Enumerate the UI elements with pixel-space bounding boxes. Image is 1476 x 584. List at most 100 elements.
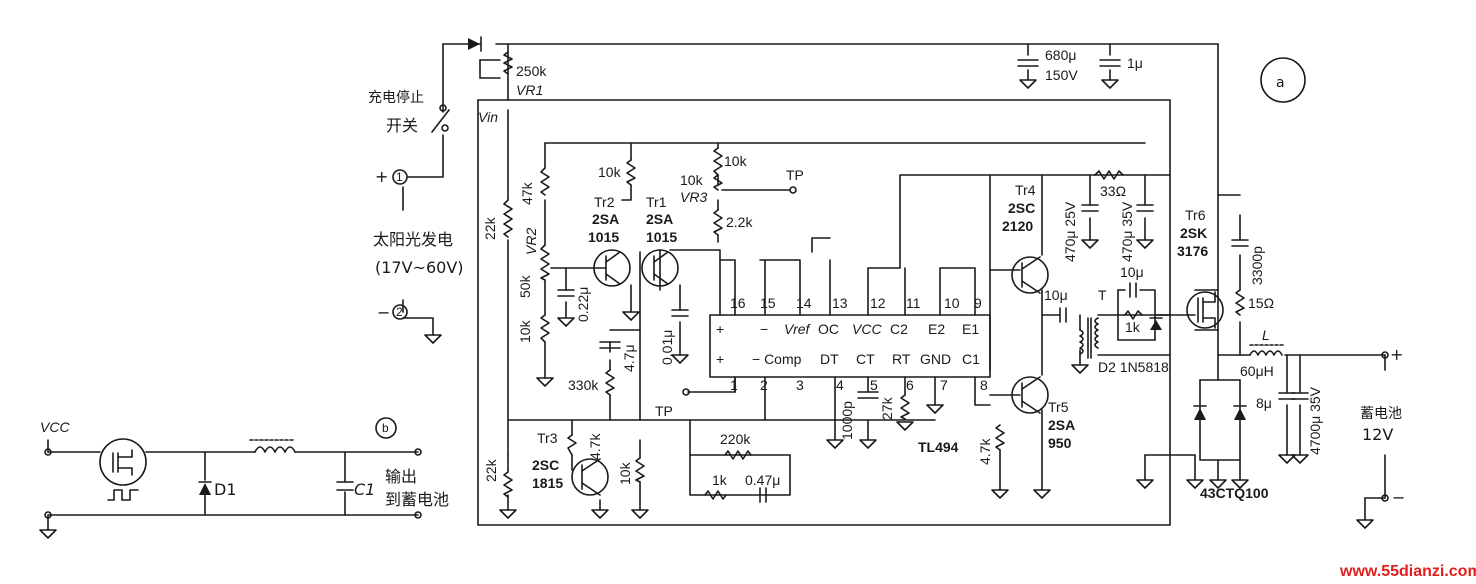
c-047: 0.47μ (745, 472, 780, 488)
ic-label-ct: CT (856, 351, 875, 367)
transformer-icon (1079, 317, 1099, 359)
r-27k: 27k (879, 396, 895, 420)
circuit-b-wiring (39, 438, 422, 539)
transistor-icon (571, 249, 1224, 496)
ic-pin-top-12: 12 (870, 295, 886, 311)
battery-voltage: 12V (1362, 425, 1393, 444)
vcc-label: VCC (40, 419, 70, 435)
c-in1-v: 150V (1045, 67, 1078, 83)
vr2-value: 50k (517, 274, 533, 298)
tr2-type2: 1015 (588, 229, 619, 245)
c-in1: 680μ (1045, 47, 1076, 63)
ic-pin-bot-3: 3 (796, 377, 804, 393)
battery-minus: − (1392, 488, 1405, 507)
c-10u-a: 10μ (1044, 287, 1068, 303)
tr6-type1: 2SK (1180, 225, 1207, 241)
tp-1: TP (786, 167, 804, 183)
ic-label-plus-bot: + (716, 351, 724, 367)
label-a-circle (1260, 57, 1306, 103)
r-330k: 330k (568, 377, 599, 393)
r-10k-a: 10k (517, 319, 533, 343)
r-47k-tr5: 4.7k (977, 438, 993, 465)
output-label-2: 到蓄电池 (385, 490, 449, 509)
r-33: 33Ω (1100, 183, 1126, 199)
ic-pin-bot-1: 1 (730, 377, 738, 393)
ic-pin-top-10: 10 (944, 295, 960, 311)
label-b: b (382, 421, 389, 435)
ic-label-dt: DT (820, 351, 839, 367)
output-label-1: 输出 (385, 467, 417, 486)
ic-pin-bot-6: 6 (906, 377, 914, 393)
term-1: 1 (396, 170, 403, 184)
c-47u: 4.7μ (621, 344, 637, 372)
tr6-name: Tr6 (1185, 207, 1206, 223)
c1-label: C1 (354, 480, 375, 499)
tr3-name: Tr3 (537, 430, 558, 446)
ic-pin-bot-5: 5 (870, 377, 878, 393)
t-label: T (1098, 287, 1107, 303)
ic-pin-top-15: 15 (760, 295, 776, 311)
ic-label-comp: − Comp (752, 351, 802, 367)
r-10k-vr3b: 10k (680, 172, 704, 188)
ic-pin-top-14: 14 (796, 295, 812, 311)
tr1-name: Tr1 (646, 194, 667, 210)
l-value: 60μH (1240, 363, 1274, 379)
terminal-icon (392, 104, 1389, 502)
ic-function-labels-top: + − Vref OC VCC C2 E2 E1 (716, 321, 979, 337)
c-470-25: 470μ 25V (1062, 201, 1078, 262)
r-220k: 220k (720, 431, 751, 447)
ic-name: TL494 (918, 439, 959, 455)
c-470-35a: 470μ 35V (1119, 201, 1135, 262)
ic-label-minus-top: − (760, 321, 768, 337)
d1-label: D1 (214, 480, 237, 499)
c-8u: 8μ (1256, 395, 1272, 411)
ic-pin-top-11: 11 (906, 295, 921, 311)
vr2-name: VR2 (523, 228, 539, 255)
source-label: 太阳光发电 (373, 230, 453, 249)
r-10k-tr3: 10k (617, 461, 633, 485)
vr1-value: 250k (516, 63, 547, 79)
c-1000p: 1000p (839, 401, 855, 440)
ic-label-gnd: GND (920, 351, 951, 367)
capacitor-icon (1017, 59, 1121, 67)
ic-pin-top-9: 9 (974, 295, 982, 311)
label-a: a (1276, 75, 1285, 91)
input-diode-icon (468, 36, 482, 52)
ic-pin-top-16: 16 (730, 295, 746, 311)
tr2-name: Tr2 (594, 194, 615, 210)
label-b-circle (375, 417, 397, 439)
tr5-type1: 2SA (1048, 417, 1075, 433)
capacitor-icon (557, 204, 1309, 503)
ic-label-rt: RT (892, 351, 911, 367)
c-10u-b: 10μ (1120, 264, 1144, 280)
ic-label-plus-top: + (716, 321, 724, 337)
tr2-type1: 2SA (592, 211, 619, 227)
ic-label-e2: E2 (928, 321, 945, 337)
switch-label-1: 充电停止 (368, 89, 424, 106)
tr5-name: Tr5 (1048, 399, 1069, 415)
tr3-type2: 1815 (532, 475, 563, 491)
r-22k-top: 22k (482, 216, 498, 240)
tr4-type1: 2SC (1008, 200, 1035, 216)
battery-label: 蓄电池 (1360, 406, 1402, 422)
term-2: 2 (396, 305, 403, 319)
r-15: 15Ω (1248, 295, 1274, 311)
tr1-type2: 1015 (646, 229, 677, 245)
ic-pin-labels-bottom: 1 2 3 4 5 6 7 8 (730, 377, 988, 393)
battery-plus: + (1390, 345, 1403, 364)
ic-label-c2: C2 (890, 321, 908, 337)
l-name: L (1262, 327, 1270, 343)
ic-label-e1: E1 (962, 321, 979, 337)
vr3-name: VR3 (680, 189, 707, 205)
resistor-icon (503, 51, 1245, 500)
ic-pin-top-13: 13 (832, 295, 848, 311)
tr6-type2: 3176 (1177, 243, 1208, 259)
ic-pin-labels-top: 16 15 14 13 12 11 10 9 (730, 295, 982, 311)
plus-1: + (375, 167, 388, 186)
r-1k-fb: 1k (712, 472, 728, 488)
ground-icon (1019, 79, 1119, 89)
diode-43ctq100: 43CTQ100 (1200, 485, 1269, 501)
tr5-type2: 950 (1048, 435, 1072, 451)
tr1-type1: 2SA (646, 211, 673, 227)
